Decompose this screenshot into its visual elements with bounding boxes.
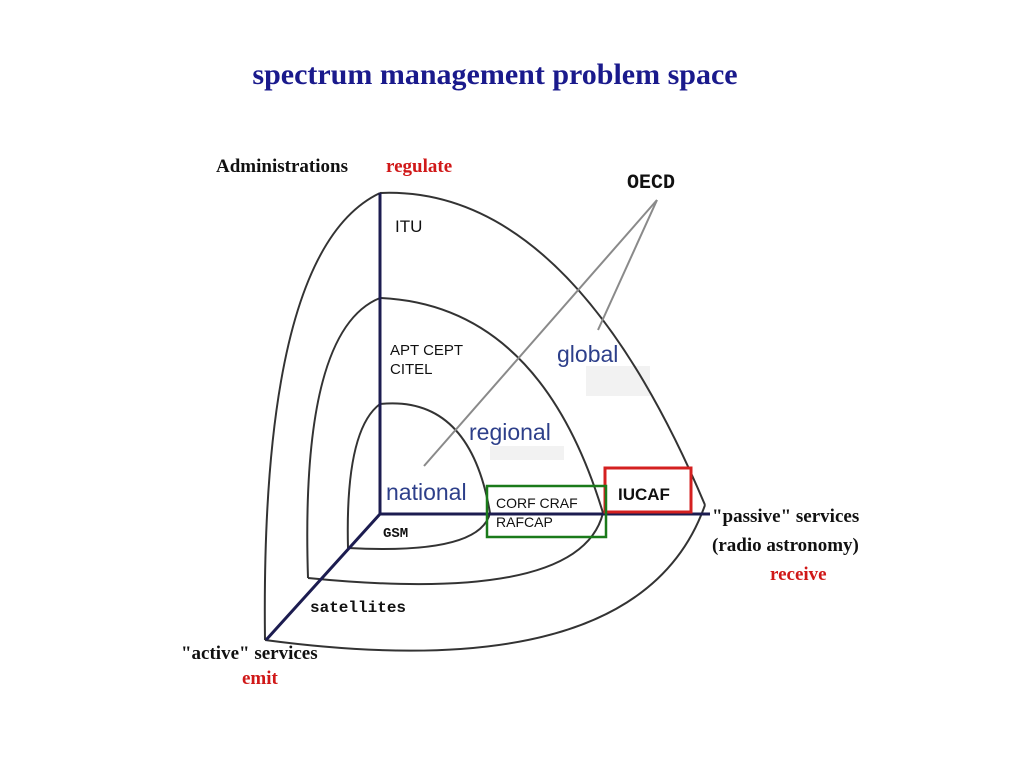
- regional-scope-label: regional: [469, 419, 551, 445]
- oecd-label: OECD: [627, 172, 675, 195]
- iucaf-box: [603, 466, 693, 514]
- corf-craf-box: [485, 484, 608, 539]
- regional-shade: [490, 446, 564, 460]
- inner-top-arc: [379, 402, 491, 514]
- global-shade: [586, 366, 650, 396]
- rafcap-label: RAFCAP: [496, 514, 553, 530]
- inner-bottom-arc: [347, 512, 491, 550]
- outer-bottom-arc: [264, 504, 706, 652]
- diagonal-axis: [264, 512, 382, 642]
- oecd-pointers: [423, 199, 658, 467]
- slide-title: spectrum management problem space: [252, 58, 738, 91]
- global-scope-label: global: [557, 341, 618, 367]
- regulate-label: regulate: [386, 156, 452, 177]
- national-scope-label: national: [386, 479, 467, 505]
- inner-left-arc: [346, 403, 381, 549]
- middle-top-arc: [379, 297, 604, 514]
- outer-shell: [263, 191, 706, 652]
- administrations-label: Administrations: [216, 156, 348, 177]
- middle-shell: [306, 297, 604, 586]
- oecd-pointer-global: [597, 199, 658, 331]
- gsm-label: GSM: [383, 526, 408, 542]
- active-services-label: "active" services: [181, 643, 318, 664]
- outer-left-arc: [263, 192, 381, 641]
- axes: [264, 193, 710, 642]
- emit-label: emit: [242, 668, 279, 689]
- satellites-label: satellites: [310, 599, 406, 617]
- receive-label: receive: [770, 564, 827, 585]
- radio-astronomy-label: (radio astronomy): [712, 535, 859, 556]
- middle-bottom-arc: [307, 512, 604, 586]
- itu-label: ITU: [395, 217, 422, 236]
- middle-left-arc: [306, 297, 381, 579]
- apt-cept-label: APT CEPT: [390, 342, 463, 359]
- outer-top-arc: [379, 191, 706, 506]
- citel-label: CITEL: [390, 361, 433, 378]
- corf-craf-label: CORF CRAF: [496, 495, 578, 511]
- iucaf-label: IUCAF: [618, 485, 670, 504]
- passive-services-label: "passive" services: [712, 506, 859, 527]
- oecd-pointer-national: [423, 199, 658, 467]
